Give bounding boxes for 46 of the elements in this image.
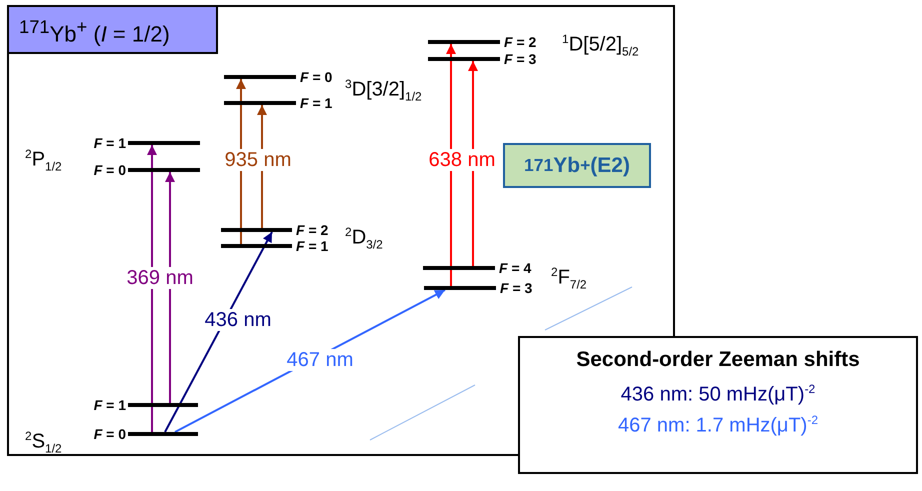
- quantum-number-label: F = 1: [94, 136, 126, 150]
- quantum-number-label: F = 3: [500, 281, 532, 295]
- term-symbol: $^{2}$D$_{3/2}$: [345, 226, 383, 251]
- term-symbol: $^{3}$D[3/2]$_{1/2}$: [345, 78, 422, 103]
- transition-arrow: [147, 145, 157, 432]
- edge-label: 369 nm: [124, 267, 196, 289]
- energy-level: [221, 244, 292, 248]
- edge-label: 935 nm: [222, 149, 294, 171]
- energy-level: [128, 141, 200, 145]
- quantum-number-label: F = 1: [94, 398, 126, 412]
- energy-level: [128, 168, 200, 172]
- transition-arrow: [165, 172, 175, 403]
- energy-level: [423, 266, 495, 270]
- transition-arrow: [164, 232, 273, 432]
- quantum-number-label: F = 0: [94, 427, 126, 441]
- energy-level: [428, 57, 500, 61]
- energy-level: [424, 286, 496, 290]
- quantum-number-label: F = 2: [504, 35, 536, 49]
- quantum-number-label: F = 0: [300, 70, 332, 84]
- term-symbol: $^{2}$F$_{7/2}$: [551, 266, 587, 291]
- shift-value: 467 nm: 1.7 mHz(μT)$^{-2}$: [618, 412, 818, 438]
- quantum-number-label: F = 3: [504, 52, 536, 66]
- info-panel: [518, 336, 918, 474]
- energy-level: [428, 40, 500, 44]
- edge-label: 436 nm: [202, 309, 274, 331]
- title-box: $^{171}$Yb$^{+}$ (I = 1/2): [7, 5, 218, 54]
- edge-label: 638 nm: [426, 149, 498, 171]
- energy-level: [221, 228, 292, 232]
- term-symbol: $^{2}$P$_{1/2}$: [25, 148, 62, 173]
- quantum-number-label: F = 1: [300, 96, 332, 110]
- energy-level: [224, 75, 296, 79]
- energy-level: [128, 432, 198, 436]
- quantum-number-label: F = 4: [499, 261, 532, 275]
- transition-arrow: [468, 61, 478, 266]
- quantum-number-label: F = 1: [296, 239, 328, 253]
- term-symbol: $^{2}$S$_{1/2}$: [25, 430, 62, 455]
- shift-value: 436 nm: 50 mHz(μT)$^{-2}$: [620, 382, 816, 407]
- edge-label: 467 nm: [284, 349, 356, 371]
- panel-heading: Second-order Zeeman shifts: [576, 348, 860, 372]
- transition-arrow: [236, 79, 246, 244]
- transition-arrow: [446, 44, 456, 286]
- quantum-number-label: F = 2: [296, 223, 328, 237]
- energy-level: [128, 403, 198, 407]
- term-symbol: $^{1}$D[5/2]$_{5/2}$: [562, 33, 639, 58]
- quantum-number-label: F = 0: [94, 163, 126, 177]
- energy-level: [224, 101, 296, 105]
